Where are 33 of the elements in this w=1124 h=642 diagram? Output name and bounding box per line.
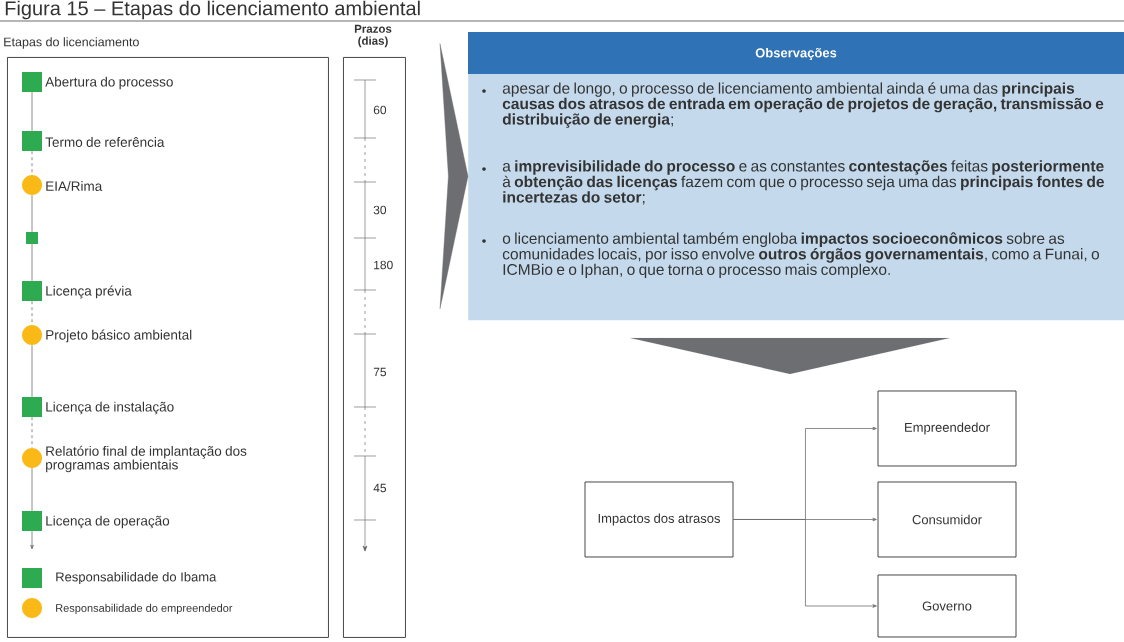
notes-panel: Observações apesar de longo, o processo de licenciamento ambiental ainda é uma das principais causas dos atrasos de entrada em operação de projetos de geração, transmissão e distribuição de energia; a imprevisibilidade do processo e as constantes contestações feitas posteriormente à obtenção das licenças fazem com que o processo seja uma das principais fontes de incertezas do setor; o licenciamento ambiental também engloba impactos socioeconômicos sobre as comunidades locais, por isso envolve outros órgãos governamentais, como a Funai, o ICMBio e o Iphan, o que torna o processo mais complexo. xyxy=(468,32,1124,321)
connector-line xyxy=(31,416,33,449)
step-label: Licença de operação xyxy=(46,515,170,529)
impact-box: Impactos dos atrasos xyxy=(584,481,734,558)
node-label: Prazos (dias) xyxy=(354,24,392,48)
connector-line xyxy=(31,243,33,282)
connector-line xyxy=(31,91,33,132)
node-label: Etapas do licenciamento xyxy=(4,37,139,49)
connector-line xyxy=(31,344,33,398)
step-label: Licença prévia xyxy=(46,285,132,299)
figure-title: Figura 15 – Etapas do licenciamento ambiental xyxy=(5,0,420,20)
step-label: Projeto básico ambiental xyxy=(46,329,192,343)
step-marker xyxy=(26,232,38,244)
legend-label: Responsabilidade do Ibama xyxy=(56,571,217,585)
duration-label: 75 xyxy=(373,367,387,377)
connector-line xyxy=(31,194,33,233)
duration-label: 45 xyxy=(373,483,387,493)
connector-line xyxy=(31,467,33,512)
chevron-arrow xyxy=(439,43,469,309)
step-label: Abertura do processo xyxy=(45,76,173,90)
step-label: Licença de instalação xyxy=(46,401,174,415)
impact-box: Consumidor xyxy=(877,481,1017,558)
duration-label: 30 xyxy=(373,205,387,215)
duration-label: 180 xyxy=(374,260,393,270)
step-label: Termo de referência xyxy=(45,137,165,147)
arrow xyxy=(733,519,877,608)
step-label: EIA/Rima xyxy=(46,181,103,191)
impact-box: Empreendedor xyxy=(877,390,1017,467)
duration-label: 60 xyxy=(373,105,387,115)
step-label: Relatório final de implantação dos programas ambientais xyxy=(46,445,247,473)
legend-label: Responsabilidade do empreendedor xyxy=(56,603,233,615)
arrow xyxy=(30,530,34,550)
impact-box: Governo xyxy=(877,574,1017,638)
